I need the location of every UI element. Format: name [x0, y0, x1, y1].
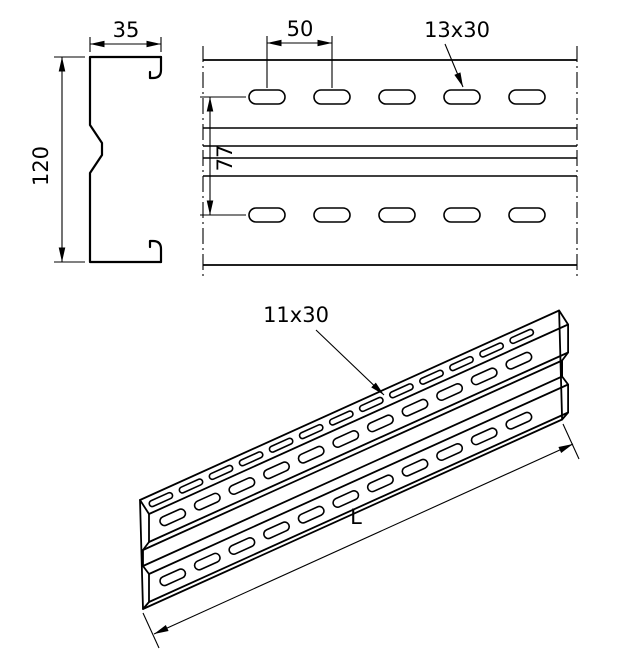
dimension-line — [153, 443, 574, 635]
iso-slot — [505, 351, 533, 370]
slot-size-front-text: 13x30 — [424, 18, 490, 42]
iso-slot — [332, 429, 360, 449]
iso-slot — [505, 411, 533, 430]
rail-end-cap — [558, 309, 569, 421]
front-slot — [508, 89, 546, 105]
iso-slot — [159, 568, 187, 587]
rail-edge — [139, 309, 560, 501]
iso-slot — [297, 505, 325, 524]
iso-slot — [366, 474, 394, 493]
front-slot — [248, 207, 286, 223]
iso-slot — [479, 342, 505, 358]
iso-slot — [228, 476, 256, 496]
cross-section-view: 35 120 — [29, 18, 163, 264]
front-slot — [378, 89, 416, 105]
rail-edge — [142, 375, 563, 567]
profile-top-lip — [148, 55, 163, 80]
rail-edge — [148, 323, 569, 515]
front-slot-rows — [248, 89, 546, 223]
iso-slot — [470, 367, 498, 386]
iso-slot — [401, 458, 429, 477]
iso-slot — [262, 521, 291, 540]
front-slot — [443, 207, 481, 223]
iso-slot — [419, 369, 444, 385]
iso-slot — [401, 398, 429, 417]
dim-row-spacing-text: 77 — [213, 145, 237, 172]
iso-slot — [159, 508, 187, 527]
iso-slot — [470, 427, 498, 446]
extension-line — [562, 423, 580, 460]
iso-slot — [388, 383, 414, 399]
iso-slot — [436, 382, 464, 402]
iso-slot — [449, 355, 474, 372]
label-slot-size-iso: 11x30 — [263, 303, 385, 396]
iso-slot — [509, 328, 535, 345]
iso-slot — [228, 536, 256, 556]
rail-end-cap — [139, 499, 150, 610]
leader-line — [315, 329, 385, 396]
dim-height-text: 120 — [29, 146, 53, 186]
iso-slot — [297, 445, 325, 464]
label-slot-size-front: 13x30 — [424, 18, 490, 88]
extension-line — [142, 612, 160, 649]
dim-length: L — [142, 423, 580, 649]
profile-outline — [88, 55, 163, 264]
iso-slot — [366, 414, 394, 433]
front-view: 50 13x30 77 — [200, 17, 578, 278]
dim-slot-spacing-50: 50 — [266, 17, 333, 88]
iso-slot — [193, 492, 221, 511]
iso-slot — [358, 396, 384, 413]
dim-slot-spacing-text: 50 — [287, 17, 314, 41]
dim-height-120: 120 — [29, 56, 85, 263]
dim-length-text: L — [350, 505, 362, 529]
leader-line — [444, 43, 464, 88]
iso-slot — [193, 552, 221, 571]
iso-view: 11x30 L — [139, 303, 580, 649]
slot-size-iso-text: 11x30 — [263, 303, 329, 327]
front-slot — [248, 89, 286, 105]
front-slot — [378, 207, 416, 223]
front-slot — [313, 207, 351, 223]
profile-bottom-lip — [148, 239, 163, 264]
front-slot — [313, 89, 351, 105]
iso-slot — [262, 461, 291, 480]
dim-row-spacing-77: 77 — [200, 96, 246, 216]
dim-width-35: 35 — [89, 18, 162, 52]
iso-slot — [328, 410, 354, 426]
front-slot — [508, 207, 546, 223]
iso-slot — [298, 423, 324, 440]
front-slot — [443, 89, 481, 105]
iso-slot — [436, 442, 464, 462]
dim-width-text: 35 — [113, 18, 140, 42]
